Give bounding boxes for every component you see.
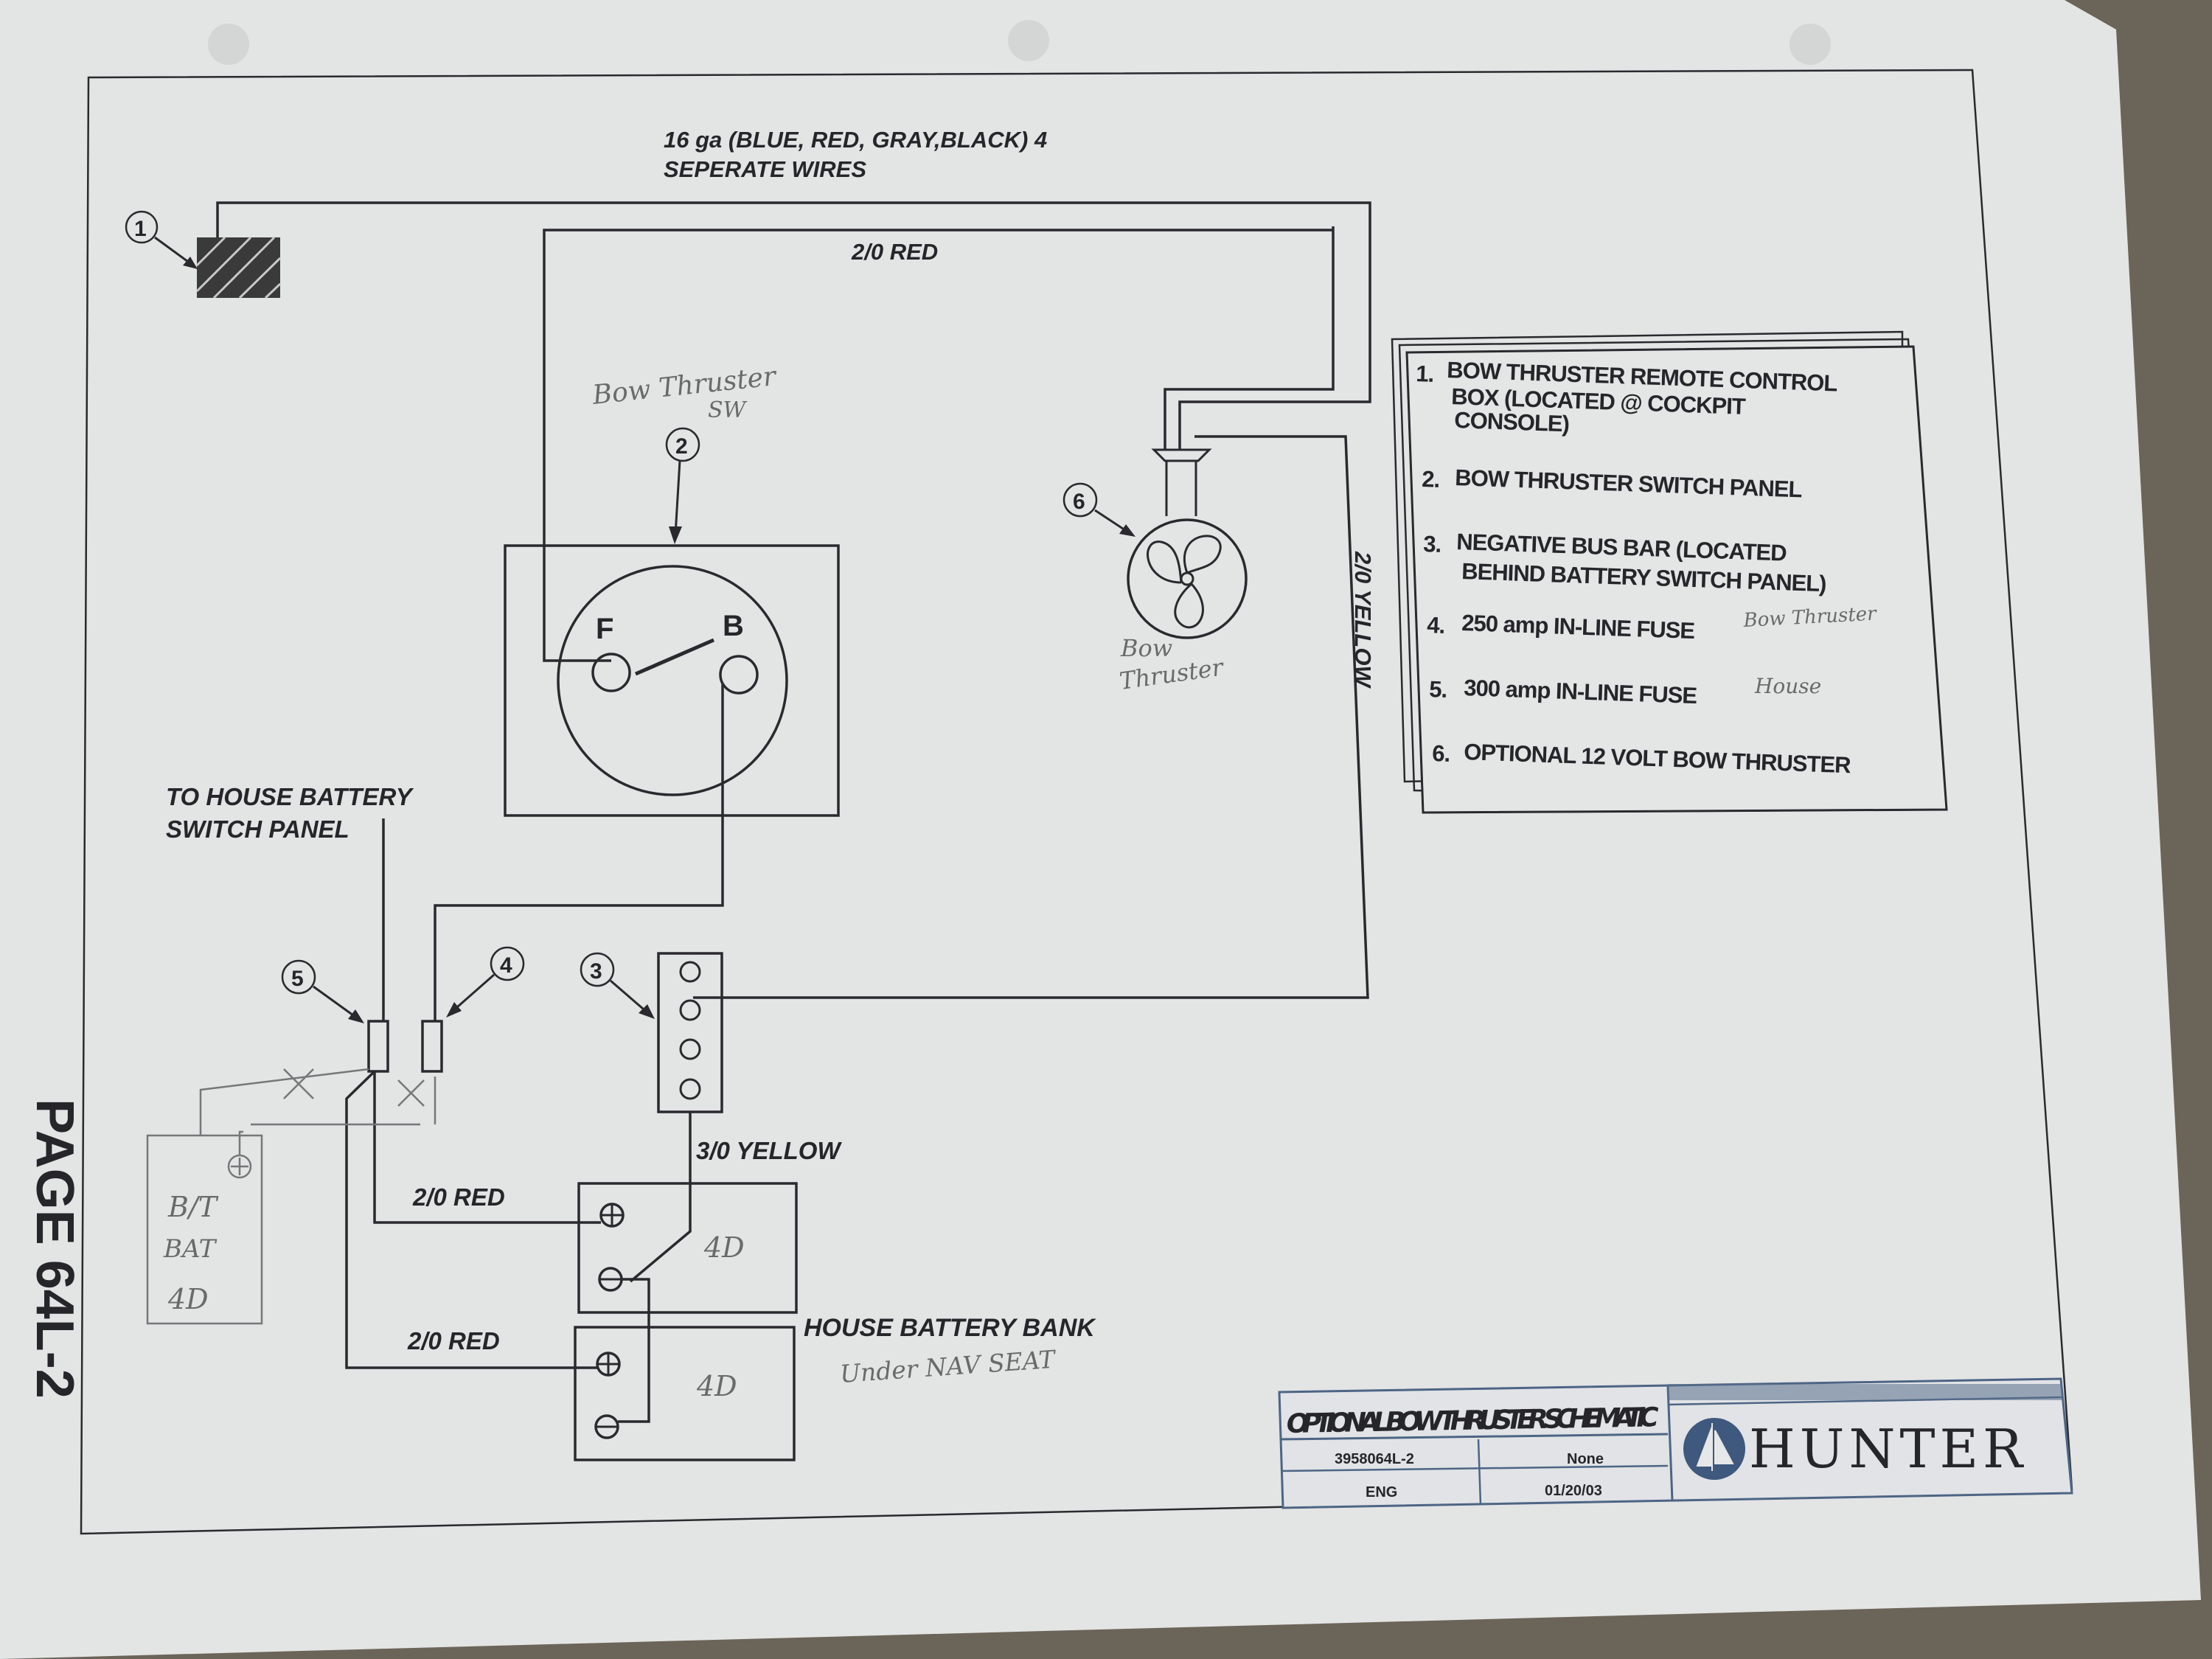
title-block <box>1278 1377 2073 1509</box>
legend-4-num: 4. <box>1427 612 1445 639</box>
title-block-scale: None <box>1567 1451 1604 1467</box>
callout-5 <box>281 959 364 1023</box>
red-wire-top <box>543 229 1333 662</box>
battery-upper-positive <box>599 1203 625 1228</box>
hw-bow-1: Bow <box>1120 634 1172 662</box>
terminal-b-label: B <box>723 610 744 642</box>
callout-1 <box>125 210 198 269</box>
bt-battery-positive <box>227 1154 252 1179</box>
terminal-f-label: F <box>596 613 613 645</box>
wire-note-line2: SEPERATE WIRES <box>664 156 866 182</box>
pencil-x-marks <box>283 1068 425 1107</box>
legend-2-num: 2. <box>1422 466 1440 493</box>
hw-battery-upper: 4D <box>703 1231 745 1264</box>
hunter-logo <box>1683 1418 1745 1480</box>
fuse-300 <box>367 1020 389 1073</box>
legend-5-num: 5. <box>1429 676 1447 703</box>
callout-6-text: 6 <box>1073 490 1085 514</box>
callout-2 <box>665 427 700 544</box>
switch-b-wire <box>434 684 724 1021</box>
switch-panel <box>504 544 840 817</box>
house-battery-upper <box>577 1182 798 1314</box>
callout-4-text: 4 <box>500 953 512 978</box>
house-switch-label-1: TO HOUSE BATTERY <box>166 783 414 810</box>
bow-thruster-symbol <box>1127 448 1248 639</box>
yellow-wire <box>693 435 1369 999</box>
legend-box <box>1391 330 1948 814</box>
legend-1-line3: CONSOLE) <box>1454 407 1570 437</box>
terminal-b <box>719 655 759 695</box>
bus-bar-terminals <box>679 961 701 1100</box>
legend-3-num: 3. <box>1423 531 1441 557</box>
battery-lower-positive <box>596 1352 621 1377</box>
title-block-brand: HUNTER <box>1749 1418 2027 1480</box>
wire-note-line1: 16 ga (BLUE, RED, GRAY,BLACK) 4 <box>664 127 1047 153</box>
battery-interconnect <box>618 1278 650 1423</box>
title-block-date: 01/20/03 <box>1545 1483 1602 1499</box>
control-wire-outer <box>216 201 1371 450</box>
fuse-250 <box>421 1020 443 1073</box>
label-red-battery-2: 2/0 RED <box>407 1327 500 1354</box>
callout-2-text: 2 <box>675 434 688 459</box>
hw-bt-bat-2: BAT <box>163 1234 218 1264</box>
battery-lower-negative <box>594 1414 619 1439</box>
house-battery-lower <box>574 1326 796 1461</box>
pencil-wire-bt <box>199 1068 437 1155</box>
callout-3-text: 3 <box>590 959 602 984</box>
switch-lever <box>635 638 714 676</box>
title-block-dept: ENG <box>1366 1484 1397 1500</box>
title-block-title: OPTIONAL BOW THRUSTER SCHEMATIC <box>1286 1402 1659 1439</box>
hw-bow-thruster-sw-2: SW <box>708 397 748 423</box>
callout-3 <box>580 952 655 1019</box>
title-block-drawing-number: 3958064L-2 <box>1335 1451 1414 1467</box>
label-red-top: 2/0 RED <box>851 239 938 265</box>
legend-6-num: 6. <box>1432 740 1450 767</box>
label-yellow-vertical: 2/0 YELLOW <box>1350 551 1376 689</box>
hw-battery-lower: 4D <box>696 1370 737 1402</box>
control-wire-inner <box>1164 226 1335 450</box>
house-switch-label-2: SWITCH PANEL <box>166 815 349 843</box>
page-label: PAGE 64L-2 <box>25 1099 84 1399</box>
hw-bt-bat-3: 4D <box>167 1283 209 1315</box>
label-yellow-3-0: 3/0 YELLOW <box>696 1137 842 1164</box>
callout-6 <box>1062 482 1135 537</box>
callout-1-text: 1 <box>134 217 147 241</box>
red-feed-lower <box>345 1070 597 1369</box>
house-bank-label: HOUSE BATTERY BANK <box>804 1314 1096 1342</box>
red-feed-upper <box>373 1071 601 1224</box>
remote-control-box <box>195 236 282 299</box>
switch-dial <box>557 565 788 796</box>
callout-5-text: 5 <box>291 967 304 991</box>
callout-4 <box>446 946 525 1018</box>
hw-bt-bat-1: B/T <box>167 1191 219 1223</box>
label-red-battery-1: 2/0 RED <box>412 1183 505 1211</box>
terminal-f <box>591 653 631 692</box>
yellow-3-0-wire <box>629 1112 692 1283</box>
legend-1-num: 1. <box>1416 361 1434 387</box>
hw-legend-fuse-300: House <box>1754 674 1821 698</box>
bt-battery <box>146 1134 263 1325</box>
